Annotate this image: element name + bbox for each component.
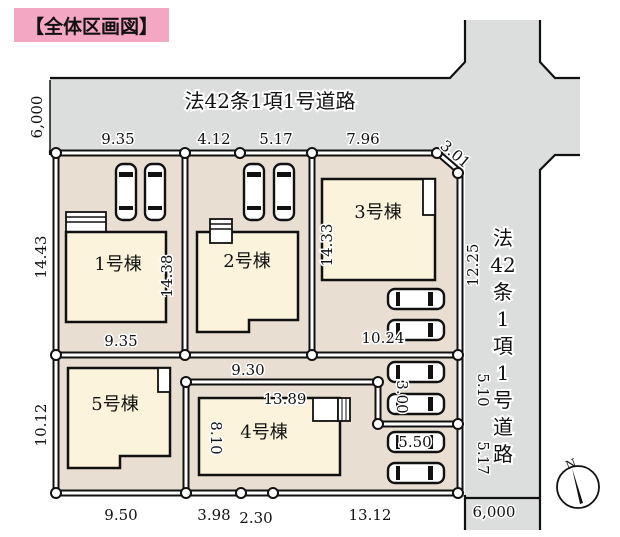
car-icon <box>386 430 446 454</box>
compass-north-label: N <box>564 456 579 473</box>
road-network <box>48 20 580 530</box>
parking-lot-3 <box>386 287 446 342</box>
dim-bottom-lot5: 9.50 <box>104 506 137 524</box>
car-icon <box>386 392 446 416</box>
east-road-label: 法 42 条 1 項 1 号 道 路 <box>488 224 517 468</box>
dim-top-lot3: 7.96 <box>346 130 379 148</box>
dim-lot4-parking: 5.50 <box>398 433 431 451</box>
dim-bottom-lot4b: 2.30 <box>239 509 272 527</box>
dim-bottom-lot4c: 13.12 <box>349 506 392 524</box>
svg-text:42: 42 <box>490 253 515 277</box>
dim-lot4-right-b: 5.17 <box>474 441 492 474</box>
svg-text:条: 条 <box>493 280 513 304</box>
dim-lot1-inner-right: 14.38 <box>158 255 176 298</box>
lot-boundaries <box>52 149 464 497</box>
car-icon <box>386 318 446 342</box>
dim-top-lot2a: 4.12 <box>197 130 230 148</box>
car-icon <box>386 287 446 311</box>
north-road-label: 法42条1項1号道路 <box>185 89 356 113</box>
dim-bottom-lot4a: 3.98 <box>197 506 230 524</box>
dim-left-lot5: 10.12 <box>32 404 50 447</box>
car-icon <box>114 162 138 222</box>
building-3: 3号棟 <box>320 177 437 282</box>
building-1: 1号棟 <box>64 211 168 324</box>
svg-text:項: 項 <box>493 334 513 358</box>
dim-lot1-bottom: 9.35 <box>104 332 137 350</box>
svg-text:1: 1 <box>497 307 510 331</box>
car-icon <box>386 360 446 384</box>
east-road-width: 6,000 <box>473 503 516 521</box>
dim-lot3-inner-left: 14.33 <box>318 224 336 267</box>
car-icon <box>143 162 167 222</box>
car-icon <box>272 162 296 222</box>
north-arrow-icon <box>572 468 583 504</box>
svg-text:号: 号 <box>493 388 513 412</box>
building-5-label: 5号棟 <box>91 394 138 415</box>
svg-text:路: 路 <box>493 442 513 466</box>
dim-lot4-right-a: 5.10 <box>474 373 492 406</box>
dim-lot3-right: 12.25 <box>464 244 482 287</box>
dim-lot4-top: 9.30 <box>231 361 264 379</box>
parking-lot-2 <box>242 162 296 222</box>
dim-top-lot1: 9.35 <box>101 130 134 148</box>
parking-lot-4 <box>386 360 446 485</box>
car-icon <box>242 162 266 222</box>
boundary-markers <box>50 147 464 499</box>
dim-lot3-bottom: 10.24 <box>362 329 405 347</box>
north-road-width-marker: 6,000 <box>27 80 51 153</box>
parking-lot-1 <box>114 162 167 222</box>
svg-text:1: 1 <box>497 361 510 385</box>
compass: N <box>556 456 600 509</box>
car-icon <box>386 461 446 485</box>
building-4-label: 4号棟 <box>240 422 287 443</box>
dim-lot4-inner-top: 13.89 <box>264 390 307 408</box>
dim-lot4-inner-left: 8.10 <box>207 421 225 454</box>
dim-lot4-driveway-width: 3.00 <box>393 380 411 413</box>
building-3-label: 3号棟 <box>354 202 401 223</box>
building-1-label: 1号棟 <box>94 254 141 275</box>
building-5: 5号棟 <box>66 366 172 470</box>
dim-left-lot1: 14.43 <box>32 236 50 279</box>
building-4: 4号棟 <box>197 396 351 477</box>
building-2: 2号棟 <box>195 218 300 334</box>
compass-circle-icon <box>556 465 600 509</box>
building-2-label: 2号棟 <box>223 251 270 272</box>
svg-text:道: 道 <box>493 415 513 439</box>
svg-text:法: 法 <box>493 226 513 250</box>
page-title: 【全体区画図】 <box>14 8 169 42</box>
north-road-width: 6,000 <box>28 96 46 139</box>
dim-top-lot2b: 5.17 <box>259 130 292 148</box>
